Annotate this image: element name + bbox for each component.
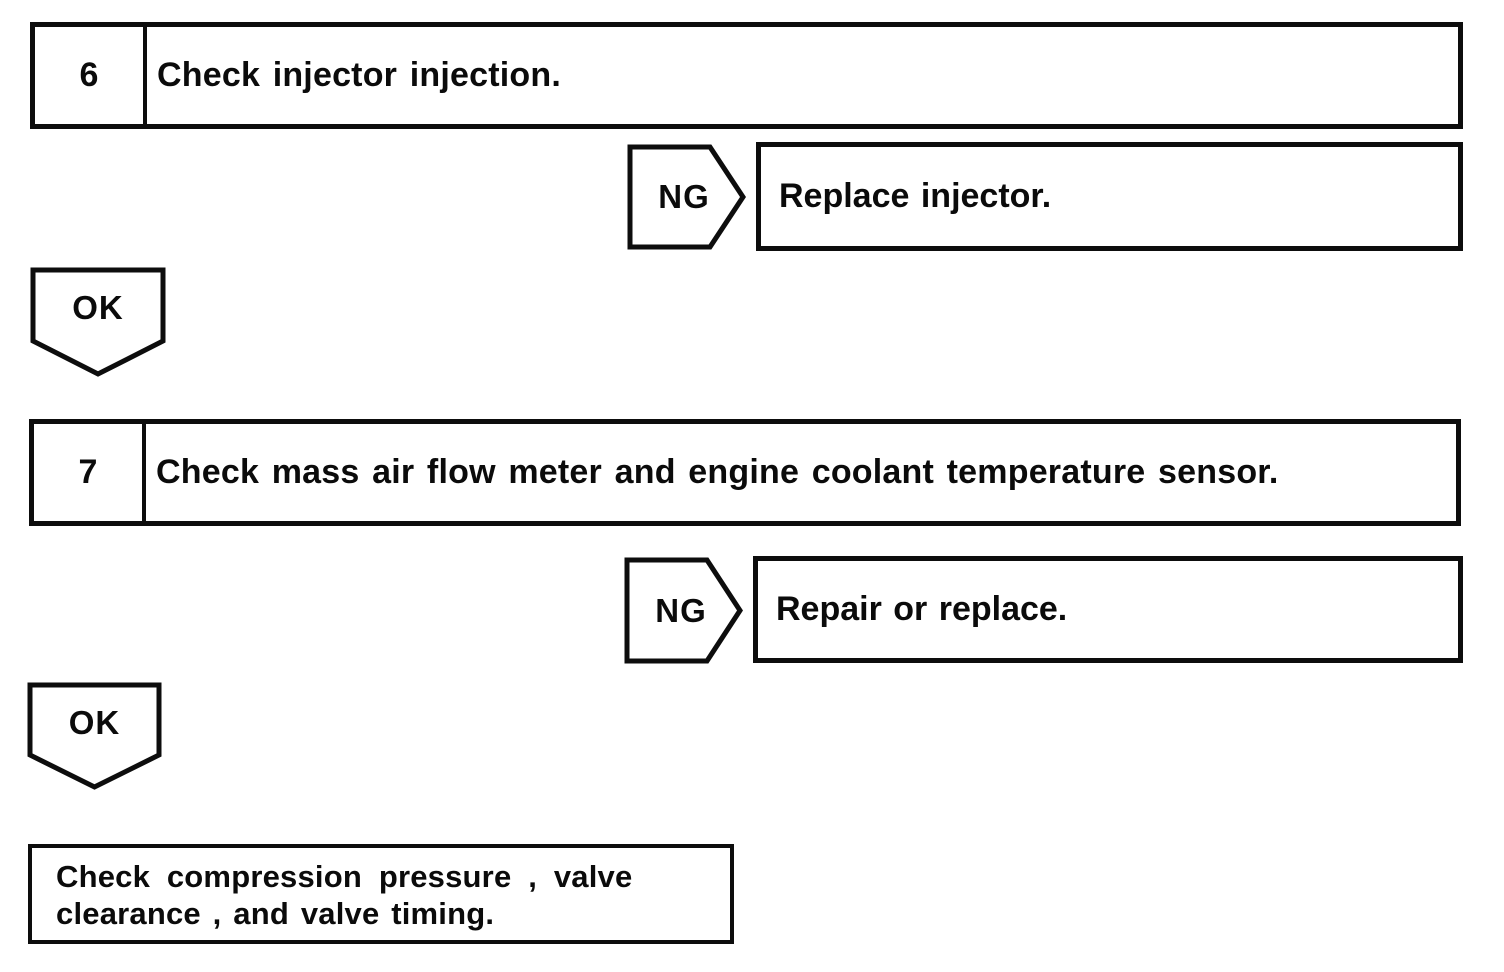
ng-arrow-right-icon xyxy=(627,144,746,250)
ok-arrow-down-icon xyxy=(30,267,166,377)
ok-arrow-down-icon xyxy=(27,682,162,790)
step-6-ng-action-text: Replace injector. xyxy=(779,177,1052,215)
step-box-7: 7 Check mass air flow meter and engine c… xyxy=(29,419,1461,526)
step-7-number: 7 xyxy=(34,424,146,521)
step-7-ng-action-text: Repair or replace. xyxy=(776,590,1068,628)
step-6-number: 6 xyxy=(35,27,147,124)
step-6-ok-tag: OK xyxy=(30,267,166,377)
final-action-box: Check compression pressure , valve clear… xyxy=(28,844,734,944)
ng-arrow-right-icon xyxy=(624,557,743,664)
step-6-ng-action-box: Replace injector. xyxy=(756,142,1463,251)
step-6-title: Check injector injection. xyxy=(157,56,561,94)
step-7-ng-action-box: Repair or replace. xyxy=(753,556,1463,663)
step-6-ng-label: NG xyxy=(658,178,710,215)
step-7-title: Check mass air flow meter and engine coo… xyxy=(156,453,1279,491)
final-action-line2: clearance , and valve timing. xyxy=(56,896,495,931)
step-7-ok-label: OK xyxy=(68,704,121,741)
step-7-ng-label: NG xyxy=(655,591,707,629)
step-box-6: 6 Check injector injection. xyxy=(30,22,1463,129)
step-6-ok-label: OK xyxy=(72,289,124,326)
step-7-ng-tag: NG xyxy=(624,557,743,664)
step-6-ng-tag: NG xyxy=(627,144,746,250)
step-7-ok-tag: OK xyxy=(27,682,162,790)
final-action-line1: Check compression pressure , valve xyxy=(56,859,633,894)
